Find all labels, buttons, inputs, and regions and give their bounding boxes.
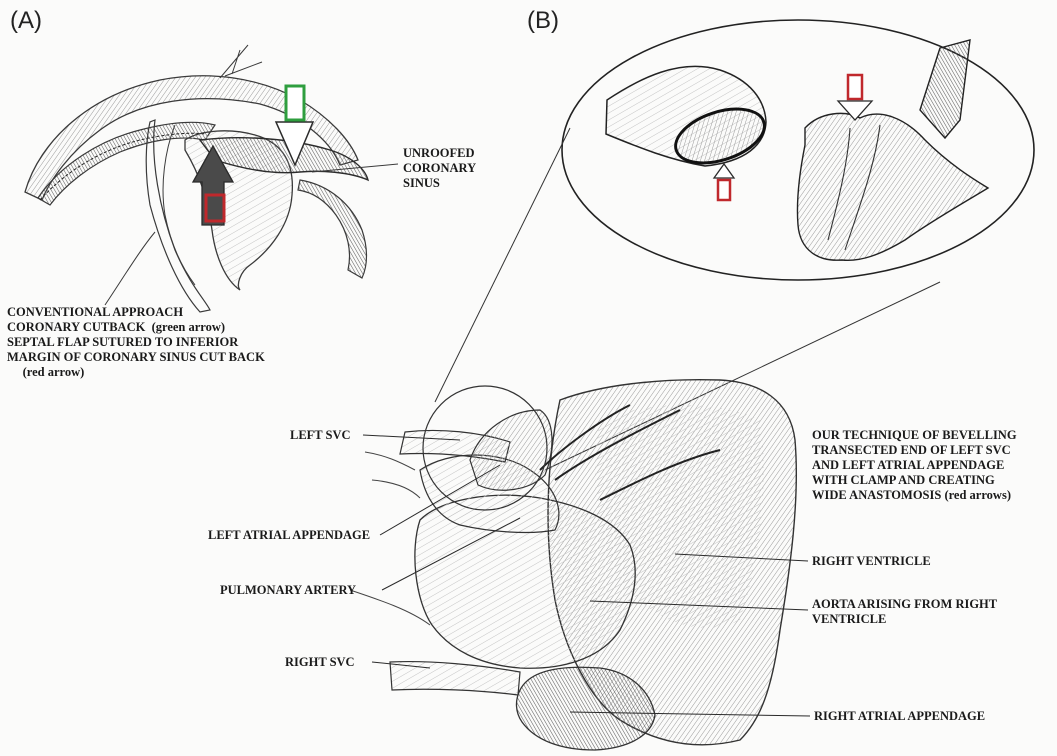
label-right-svc: RIGHT SVC: [285, 655, 355, 670]
heart-sketch: [350, 380, 796, 750]
label-right-atrial-appendage: RIGHT ATRIAL APPENDAGE: [814, 709, 985, 724]
panel-b-magnified-inset: [562, 20, 1034, 280]
label-aorta: AORTA ARISING FROM RIGHT VENTRICLE: [812, 597, 997, 627]
leader-line-conventional: [105, 232, 155, 305]
label-left-svc: LEFT SVC: [290, 428, 351, 443]
right-svc-tube: [390, 662, 520, 695]
panel-label-a: (A): [10, 7, 42, 35]
label-left-atrial-appendage: LEFT ATRIAL APPENDAGE: [208, 528, 370, 543]
ventricle-band: [298, 180, 367, 278]
label-conventional-approach: CONVENTIONAL APPROACH CORONARY CUTBACK (…: [7, 305, 265, 380]
label-pulmonary-artery: PULMONARY ARTERY: [220, 583, 356, 598]
label-unroofed-coronary-sinus: UNROOFED CORONARY SINUS: [403, 146, 476, 191]
label-right-ventricle: RIGHT VENTRICLE: [812, 554, 931, 569]
panel-label-b: (B): [527, 7, 559, 35]
label-technique: OUR TECHNIQUE OF BEVELLING TRANSECTED EN…: [812, 428, 1017, 503]
hair-strokes: [220, 45, 262, 78]
panel-a-sketch: [25, 45, 398, 312]
